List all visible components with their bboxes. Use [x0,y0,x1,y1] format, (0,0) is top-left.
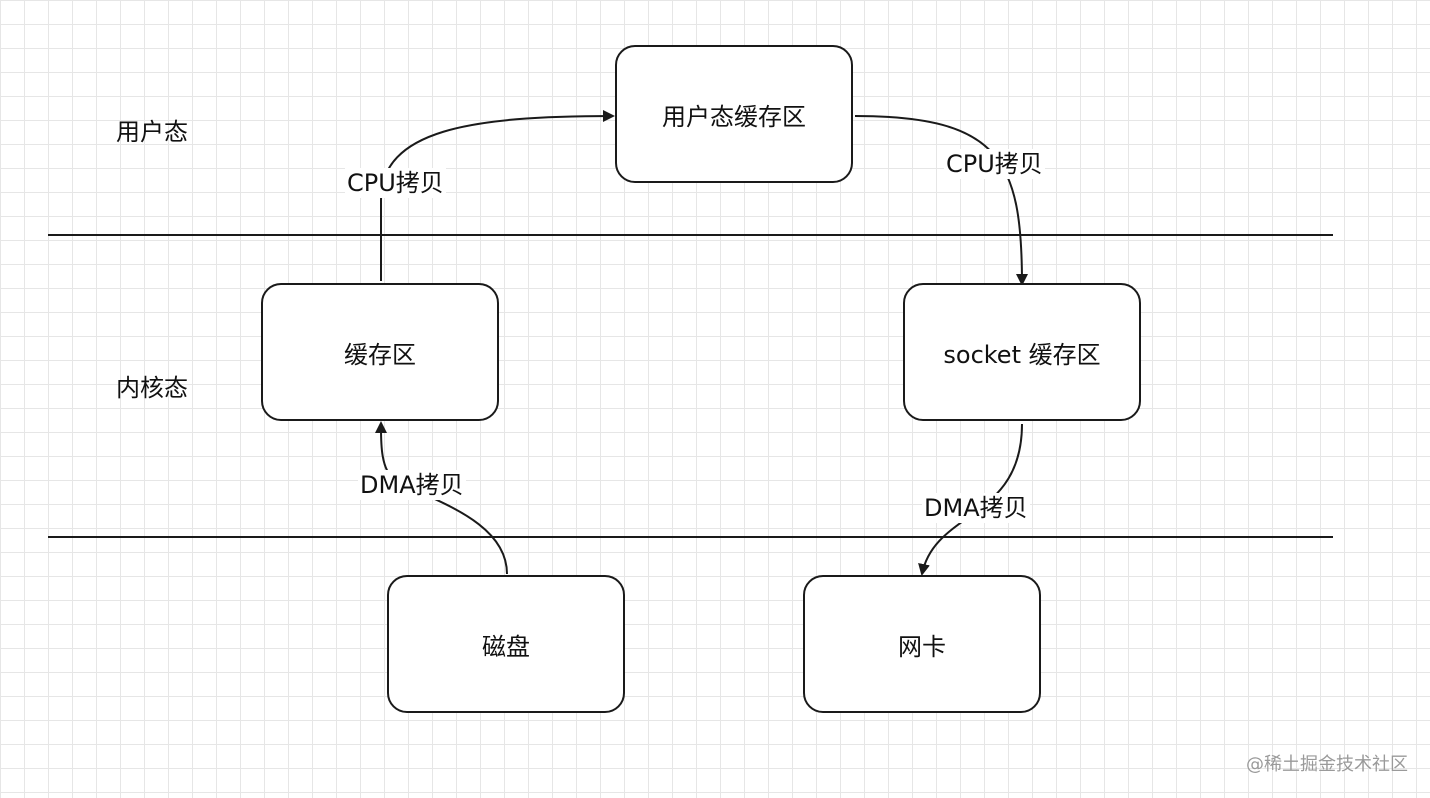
edge-label-kernel-to-user: CPU拷贝 [345,168,446,198]
zone-label-user: 用户态 [116,118,188,146]
node-nic-label: 网卡 [898,632,946,661]
edge-user-to-socket [854,115,1028,286]
edge-kernel-to-user [380,110,615,281]
node-kernel-buffer-label: 缓存区 [344,340,416,369]
watermark: @稀土掘金技术社区 [1246,754,1408,775]
node-nic[interactable]: 网卡 [803,575,1041,713]
node-socket-buffer-label: socket 缓存区 [943,340,1101,369]
edge-label-disk-to-kernel: DMA拷贝 [358,470,466,500]
edge-label-user-to-socket: CPU拷贝 [944,149,1045,179]
zone-label-kernel: 内核态 [116,374,188,402]
edge-label-socket-to-nic: DMA拷贝 [922,493,1030,523]
node-socket-buffer[interactable]: socket 缓存区 [903,283,1141,421]
kernel-hardware-divider [48,536,1333,538]
user-kernel-divider [48,234,1333,236]
node-user-buffer[interactable]: 用户态缓存区 [615,45,853,183]
node-kernel-buffer[interactable]: 缓存区 [261,283,499,421]
node-disk[interactable]: 磁盘 [387,575,625,713]
node-disk-label: 磁盘 [482,632,530,661]
node-user-buffer-label: 用户态缓存区 [662,102,806,131]
